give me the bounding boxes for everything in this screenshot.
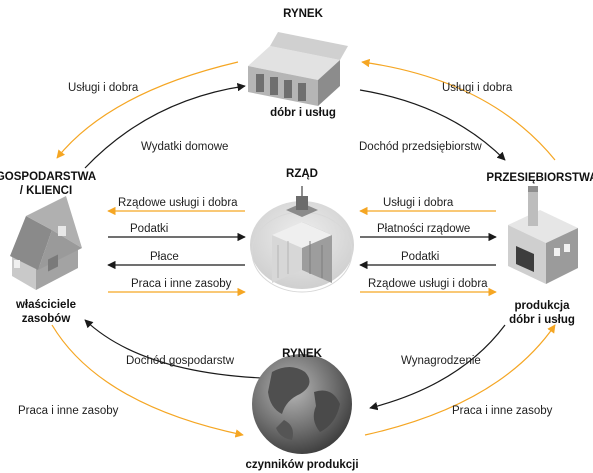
- arrow-firms-to-factors: [369, 324, 506, 411]
- arrow-households-to-market: [84, 82, 246, 169]
- label-households-to-factors: Praca i inne zasoby: [18, 405, 119, 417]
- globe-icon: [252, 354, 352, 454]
- label-households-to-market: Wydatki domowe: [141, 141, 228, 153]
- factory-icon: [508, 186, 578, 284]
- households-subtitle-line1: właściciele: [15, 299, 76, 311]
- label-firms-to-factors: Wynagrodzenie: [401, 355, 481, 367]
- label-factors-to-households: Dochód gospodarstw: [126, 355, 235, 367]
- arrow-market-to-firms: [359, 89, 506, 161]
- arrow-factors-to-firms: [364, 324, 556, 436]
- government-title: RZĄD: [286, 168, 318, 180]
- label-market-to-households: Usługi i dobra: [68, 82, 139, 94]
- firms-subtitle-line2: dóbr i usług: [509, 314, 575, 326]
- label-firms-to-market: Usługi i dobra: [442, 82, 513, 94]
- government-building-icon: [250, 186, 354, 293]
- households-subtitle-line2: zasobów: [22, 313, 71, 325]
- market-goods-subtitle: dóbr i usług: [270, 107, 336, 119]
- arrow-households-to-factors: [51, 324, 244, 438]
- market-factors-title: RYNEK: [282, 348, 323, 360]
- label-gov-to-firms-payments: Płatności rządowe: [377, 223, 470, 235]
- label-factors-to-firms: Praca i inne zasoby: [452, 405, 553, 417]
- firms-title: PRZESIĘBIORSTWA: [486, 172, 593, 184]
- arrow-factors-to-households: [84, 319, 263, 379]
- label-households-to-gov-taxes: Podatki: [130, 223, 168, 235]
- label-gov-to-firms-goods: Rządowe usługi i dobra: [368, 278, 488, 290]
- label-gov-to-households-wages: Płace: [150, 251, 179, 263]
- arrow-market-to-households: [56, 61, 239, 159]
- households-title-line1: GOSPODARSTWA: [0, 171, 96, 183]
- label-firms-to-gov-taxes: Podatki: [401, 251, 439, 263]
- market-factors-subtitle: czynników produkcji: [245, 459, 358, 471]
- households-title-line2: / KLIENCI: [20, 185, 72, 197]
- house-icon: [10, 196, 82, 290]
- label-firms-to-gov-goods: Usługi i dobra: [383, 197, 454, 209]
- market-goods-title: RYNEK: [283, 8, 324, 20]
- label-households-to-gov-labor: Praca i inne zasoby: [131, 278, 232, 290]
- label-gov-to-households-goods: Rządowe usługi i dobra: [118, 197, 238, 209]
- label-market-to-firms: Dochód przedsiębiorstw: [359, 141, 482, 153]
- firms-subtitle-line1: produkcja: [515, 300, 571, 312]
- arrow-firms-to-market: [361, 58, 556, 161]
- market-building-icon: [248, 32, 348, 106]
